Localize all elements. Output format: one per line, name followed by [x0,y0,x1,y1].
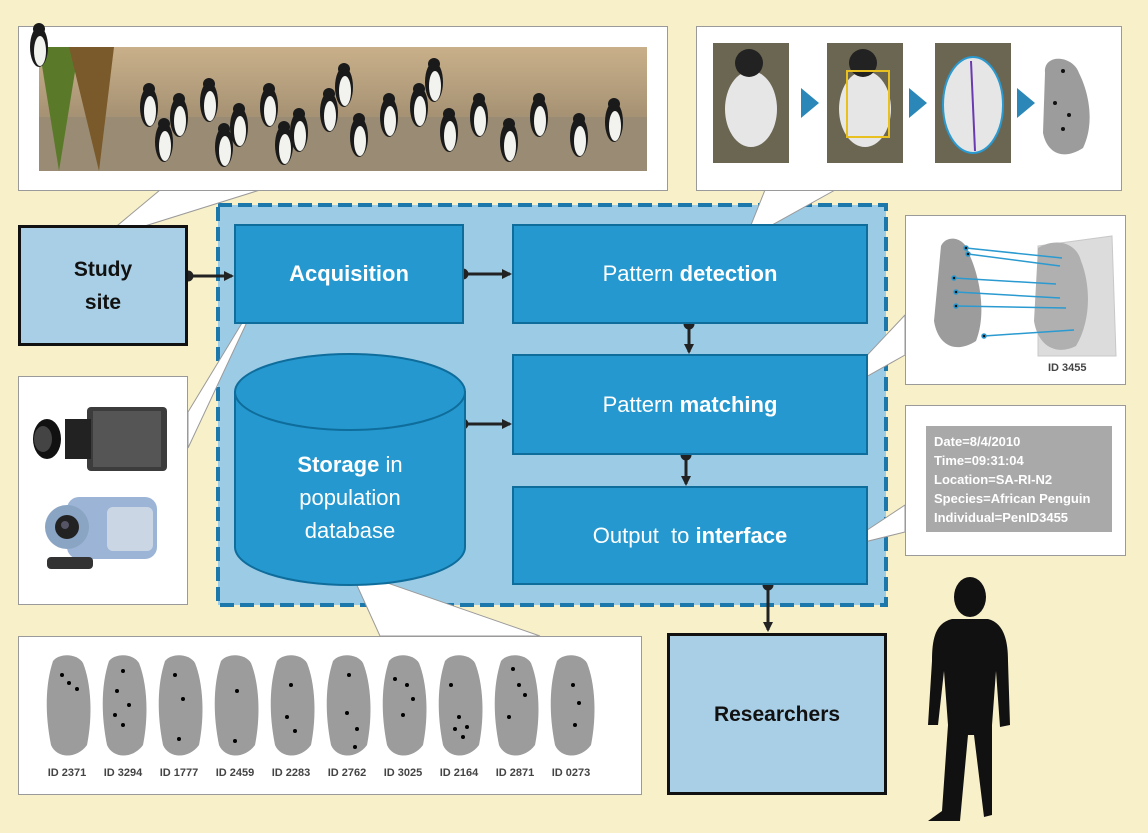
db-id-label: ID 2164 [439,767,479,779]
acquisition-label: Acquisition [289,261,409,286]
db-id-label: ID 2371 [47,767,87,779]
output-interface-box: Output to interface [512,486,868,585]
metadata-individual: Individual=PenID3455 [934,510,1069,525]
researchers-box: Researchers [667,633,887,795]
step-frame-1 [713,43,789,163]
camera-icons [33,407,167,569]
penguin-colony-photo [30,23,647,171]
pattern-matching-box: Pattern matching [512,354,868,455]
detection-steps-images [713,43,1090,163]
spot-patterns [46,655,595,756]
storage-bold: Storage [297,452,380,477]
storage-line-2: population [299,485,401,510]
output-prefix: Output to [592,522,696,548]
pattern-5 [270,655,315,756]
db-id-label: ID 3025 [383,767,423,779]
metadata-panel: Date=8/4/2010 Time=09:31:04 Location=SA-… [926,426,1112,532]
metadata-species: Species=African Penguin [934,491,1091,506]
pattern-8 [438,655,483,756]
matching-prefix: Pattern [602,391,680,417]
pattern-1 [46,655,91,756]
output-callout: Date=8/4/2010 Time=09:31:04 Location=SA-… [905,405,1126,556]
pattern-detection-box: Pattern detection [512,224,868,324]
pattern-9 [494,655,539,756]
acquisition-box: Acquisition [234,224,464,324]
person-silhouette-icon [928,577,1010,821]
video-camera-icon [33,407,167,471]
storage-line-3: database [304,518,396,543]
db-id-label: ID 2871 [495,767,535,779]
matching-callout: ID 3455 [905,215,1126,385]
pattern-7 [382,655,427,756]
database-patterns-callout: ID 2371 ID 3294 ID 1777 ID 2459 ID 2283 … [18,636,642,795]
pattern-10 [550,655,595,756]
metadata-location: Location=SA-RI-N2 [934,472,1053,487]
pattern-3 [158,655,203,756]
metadata-time: Time=09:31:04 [934,453,1024,468]
camcorder-icon [45,497,157,569]
detection-steps-callout [696,26,1122,191]
detection-bold: detection [679,261,778,286]
output-bold: interface [695,522,788,548]
study-site-box: Study site [18,225,188,346]
researchers-label: Researchers [713,702,841,726]
detection-prefix: Pattern [602,261,680,286]
step-frame-4 [1043,58,1090,155]
metadata-date: Date=8/4/2010 [934,434,1021,449]
pattern-match-image [934,235,1117,357]
db-id-label: ID 3294 [103,767,143,779]
db-id-label: ID 2283 [271,767,311,779]
study-site-line-1: Study [73,257,133,281]
study-site-photo-callout [18,23,668,191]
db-id-label: ID 2459 [215,767,255,779]
pattern-6 [326,655,371,756]
storage-line-1: Storage in [234,448,466,481]
pattern-2 [102,655,147,756]
storage-cylinder [234,353,466,586]
callout-tail-camera [187,289,263,449]
step-frame-2 [827,43,903,163]
storage-rest: in [379,452,403,477]
step-frame-3 [935,43,1011,163]
db-id-label: ID 0273 [551,767,591,779]
camera-callout [18,376,188,605]
study-site-line-2: site [84,290,122,314]
storage-label: Storage in population database [234,448,466,547]
matching-bold: matching [679,391,778,417]
match-id-label: ID 3455 [1048,362,1087,374]
pattern-4 [214,655,259,756]
db-id-label: ID 1777 [159,767,199,779]
db-id-label: ID 2762 [327,767,367,779]
